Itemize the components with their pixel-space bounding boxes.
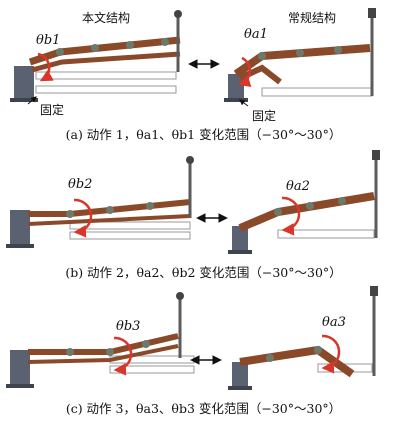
- rotation-arrow: [281, 196, 301, 236]
- right-mechanism-c: θa3: [228, 286, 378, 390]
- base-plate: [10, 98, 38, 102]
- ghost-arm: [35, 71, 177, 94]
- fixed-label-right: 固定: [252, 108, 276, 123]
- fixed-base: [10, 350, 30, 386]
- fixed-base: [232, 362, 248, 388]
- left-structure-title: 本文结构: [82, 10, 130, 25]
- right-angle-label: θa2: [286, 179, 310, 194]
- right-angle-label: θa3: [322, 315, 346, 330]
- panel-c: θb3 θa3: [6, 286, 378, 390]
- right-angle-label: θa1: [244, 27, 268, 42]
- left-angle-label: θb3: [116, 319, 140, 334]
- caption-c: (c) 动作 3，θa3、θb3 变化范围（−30°～30°）: [65, 401, 342, 416]
- right-mechanism-b: θa2: [228, 150, 380, 254]
- fixed-base: [14, 66, 34, 100]
- rotation-arrow: [113, 336, 133, 376]
- right-structure-title: 常规结构: [288, 10, 336, 25]
- rotation-arrow: [321, 334, 341, 374]
- caption-a: (a) 动作 1，θa1、θb1 变化范围（−30°～30°）: [65, 127, 342, 142]
- left-mechanism-b: θb2: [6, 156, 194, 248]
- rotation-arrow: [37, 52, 54, 82]
- right-mechanism-a: θa1 固定: [224, 8, 376, 123]
- panel-a: 本文结构 常规结构 θb1: [10, 8, 376, 123]
- left-mechanism-a: θb1 固定: [10, 10, 182, 117]
- upper-arm: [28, 36, 181, 73]
- left-angle-label: θb2: [68, 177, 92, 192]
- rotation-arrow: [237, 56, 252, 88]
- caption-b: (b) 动作 2，θa2、θb2 变化范围（−30°～30°）: [65, 265, 342, 280]
- panel-b: θb2 θa2: [6, 150, 380, 254]
- rotation-arrow: [73, 198, 93, 238]
- fixed-label-left: 固定: [40, 102, 64, 117]
- fixed-base: [10, 210, 30, 246]
- left-angle-label: θb1: [36, 33, 60, 48]
- left-mechanism-c: θb3: [6, 292, 195, 388]
- fixed-base: [232, 226, 248, 252]
